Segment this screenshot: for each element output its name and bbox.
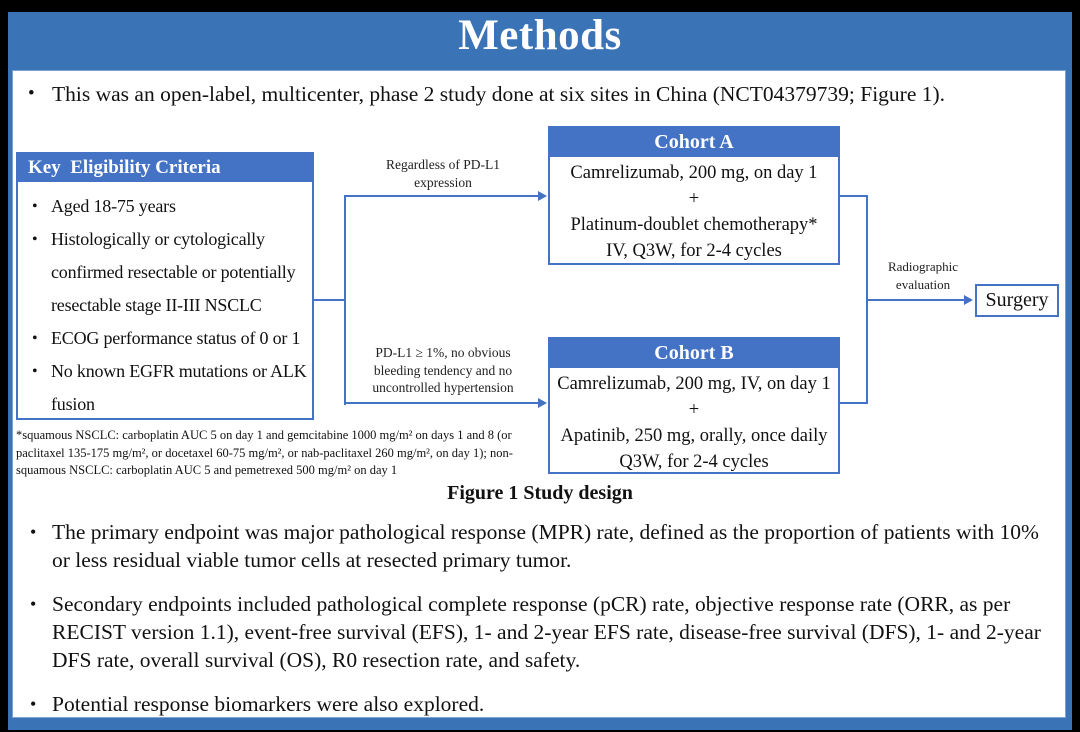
eligibility-criterion: Histologically or cytologically confirme…: [30, 223, 308, 322]
connector-cohort-a-out: [838, 195, 868, 197]
arrowhead-cohort-a-icon: [538, 191, 547, 201]
eligibility-criterion: Aged 18-75 years: [30, 190, 308, 223]
page-title: Methods: [458, 12, 622, 59]
endpoint-bullet: Potential response biomarkers were also …: [28, 690, 1042, 718]
cohort-b-treatment-line: Q3W, for 2-4 cycles: [619, 452, 769, 472]
intro-bullet: • This was an open-label, multicenter, p…: [28, 80, 1052, 108]
figure-caption: Figure 1 Study design: [447, 482, 633, 504]
cohort-b-body: Camrelizumab, 200 mg, IV, on day 1 + Apati…: [550, 368, 838, 475]
cohort-a-body: Camrelizumab, 200 mg, on day 1 + Platinum-…: [550, 157, 838, 264]
cohort-b-treatment-line: Camrelizumab, 200 mg, IV, on day 1: [557, 374, 831, 394]
surgery-box: Surgery: [975, 284, 1059, 317]
connector-cohort-b-out: [838, 402, 868, 404]
endpoints-list: The primary endpoint was major pathologi…: [28, 518, 1042, 718]
chemotherapy-footnote: *squamous NSCLC: carboplatin AUC 5 on da…: [16, 428, 513, 477]
cohort-a-treatment-line: Platinum-doublet chemotherapy*: [570, 215, 818, 235]
cohort-b-box: Cohort B Camrelizumab, 200 mg, IV, on da…: [548, 337, 840, 474]
connector-to-cohort-a: [344, 195, 539, 197]
branch-top-label: Regardless of PD-L1 expression: [386, 157, 500, 190]
cohort-a-header: Cohort A: [550, 128, 838, 157]
intro-bullet-text: This was an open-label, multicenter, pha…: [52, 82, 946, 106]
cohort-b-treatment-line: +: [688, 400, 700, 420]
bullet-dot-icon: •: [28, 83, 35, 104]
branch-bottom-label: PD-L1 ≥ 1%, no obvious bleeding tendency…: [372, 345, 514, 395]
cohort-a-treatment-line: +: [688, 189, 700, 209]
eligibility-list: Aged 18-75 yearsHistologically or cytolo…: [18, 182, 312, 421]
eligibility-criterion: ECOG performance status of 0 or 1: [30, 322, 308, 355]
arrowhead-cohort-b-icon: [538, 398, 547, 408]
cohort-b-header: Cohort B: [550, 339, 838, 368]
eligibility-criterion: No known EGFR mutations or ALK fusion: [30, 355, 308, 421]
radiographic-evaluation-label: Radiographic evaluation: [887, 259, 959, 292]
endpoint-bullet: Secondary endpoints included pathologica…: [28, 590, 1042, 674]
endpoint-bullet: The primary endpoint was major pathologi…: [28, 518, 1042, 574]
cohort-b-treatment-line: Apatinib, 250 mg, orally, once daily: [560, 426, 828, 446]
connector-eligibility-out: [312, 299, 345, 301]
cohort-a-treatment-line: IV, Q3W, for 2-4 cycles: [606, 241, 782, 261]
connector-branch-vertical: [344, 195, 346, 405]
arrowhead-surgery-icon: [964, 295, 973, 305]
cohort-a-treatment-line: Camrelizumab, 200 mg, on day 1: [570, 163, 818, 183]
connector-to-surgery: [866, 299, 966, 301]
connector-to-cohort-b: [344, 402, 539, 404]
eligibility-header: Key Eligibility Criteria: [18, 154, 312, 182]
eligibility-box: Key Eligibility Criteria Aged 18-75 year…: [16, 152, 314, 420]
cohort-a-box: Cohort A Camrelizumab, 200 mg, on day 1 +…: [548, 126, 840, 265]
